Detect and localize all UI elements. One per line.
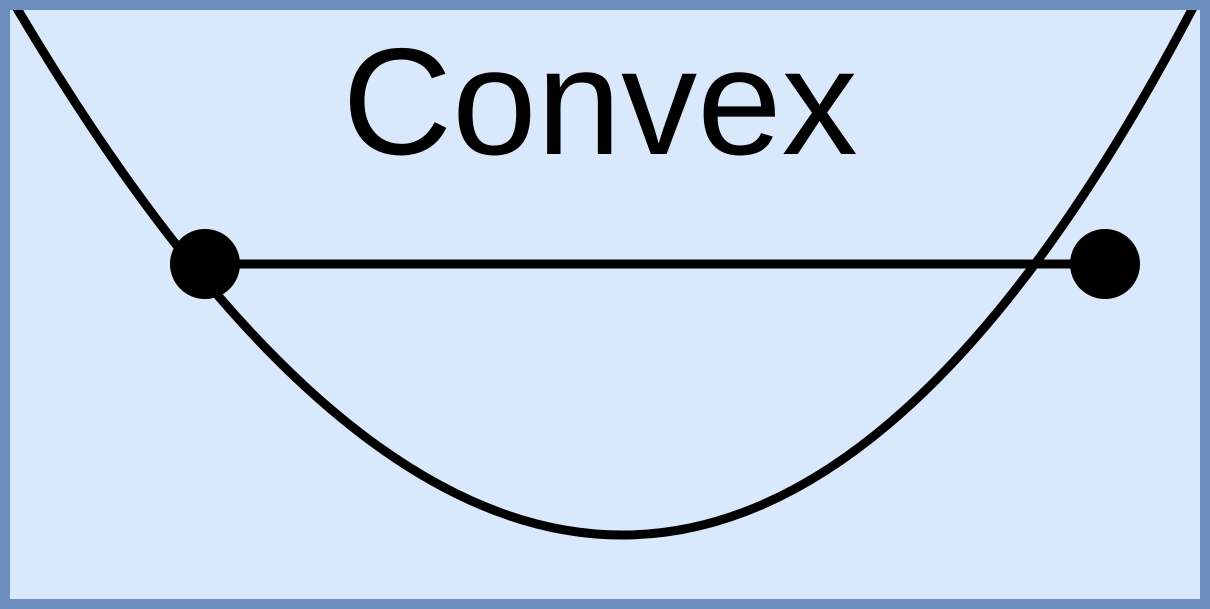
chord-right-point xyxy=(1070,229,1140,299)
chord-left-point xyxy=(170,229,240,299)
diagram-title: Convex xyxy=(342,17,857,187)
